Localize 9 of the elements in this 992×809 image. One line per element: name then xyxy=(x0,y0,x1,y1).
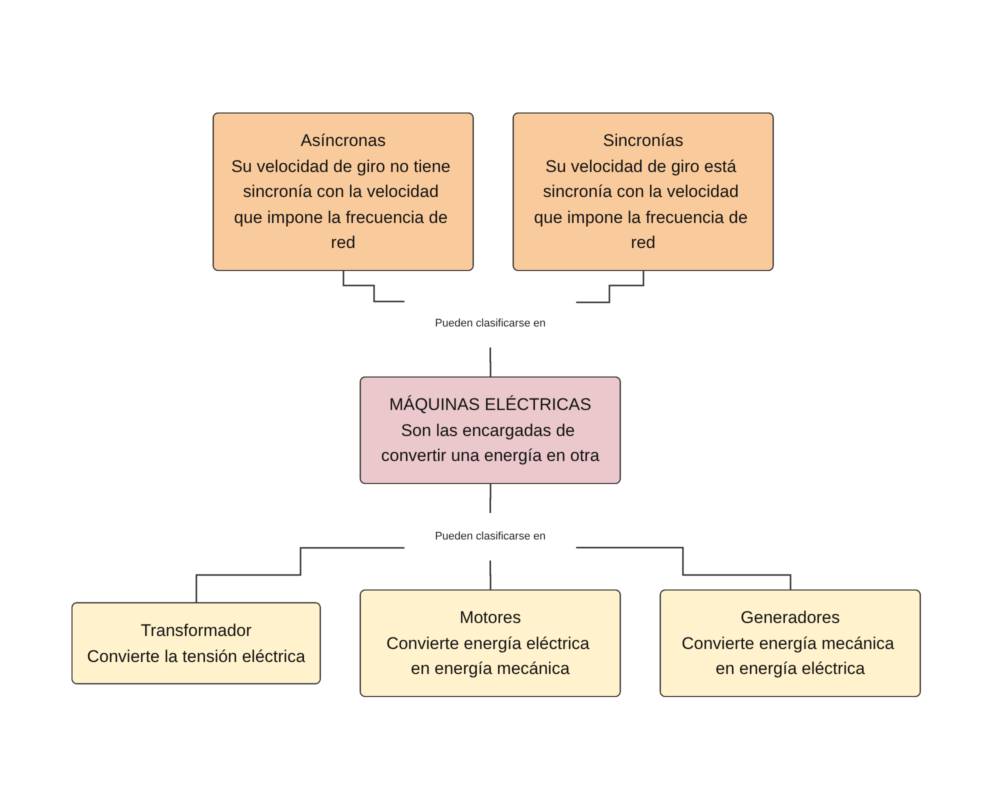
connector xyxy=(575,270,644,303)
connector xyxy=(489,559,492,591)
connector xyxy=(342,270,405,302)
node-text: Pueden clasificarse en xyxy=(434,317,546,330)
node-text: Pueden clasificarse en xyxy=(434,530,546,542)
connector xyxy=(575,546,792,591)
connector xyxy=(196,546,405,604)
connector xyxy=(489,346,492,378)
connector xyxy=(489,483,492,514)
